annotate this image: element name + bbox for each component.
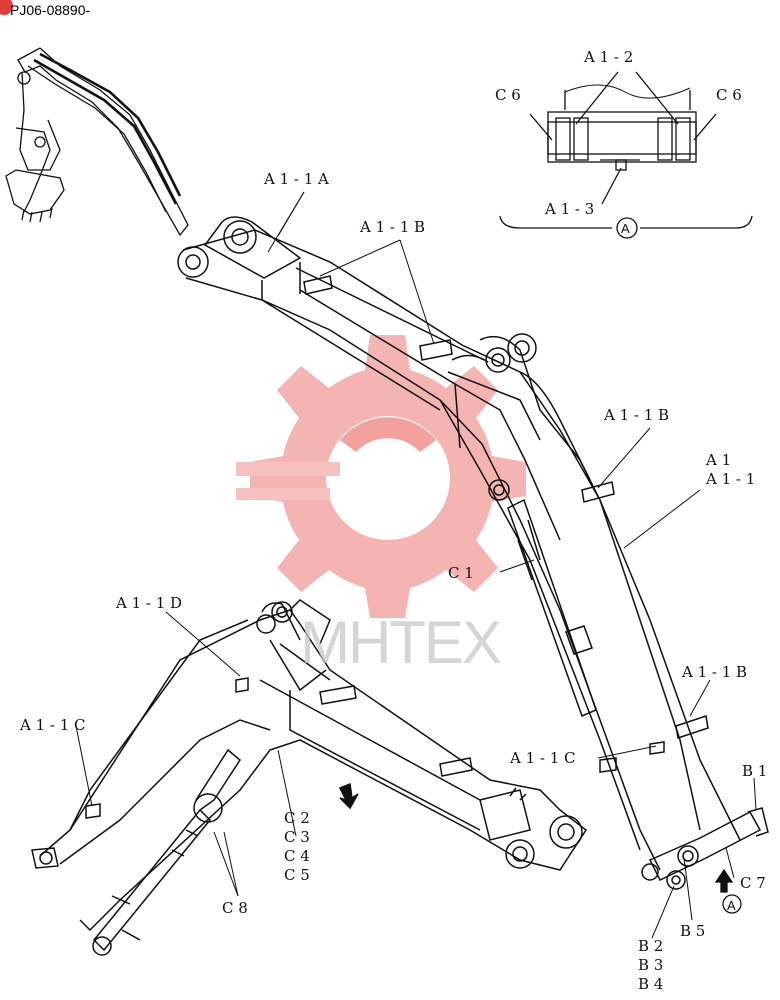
- callout-c3: C 3: [284, 828, 310, 846]
- callout-a1-1a: A 1 - 1 A: [264, 170, 329, 188]
- callout-a1: A 1: [706, 451, 732, 469]
- leader-lines: [75, 191, 757, 939]
- callout-a1-1c-right: A 1 - 1 C: [510, 749, 576, 767]
- callout-a1-1d: A 1 - 1 D: [116, 594, 183, 612]
- callout-a1-1b-low: A 1 - 1 B: [682, 663, 748, 681]
- callout-c6-right: C 6: [716, 86, 742, 104]
- view-marker-a-bottom: A: [727, 898, 736, 913]
- watermark-text: MHTEX: [300, 609, 502, 676]
- callout-c6-left: C 6: [495, 86, 521, 104]
- callout-c5: C 5: [284, 866, 310, 884]
- callout-c2: C 2: [284, 809, 310, 827]
- drawing-code: PJ06-08890-: [10, 2, 91, 18]
- excavator-overview-icon: [5, 47, 189, 237]
- view-arrow-icon: [714, 868, 742, 914]
- callout-a1-2: A 1 - 2: [584, 48, 634, 66]
- callout-b4: B 4: [638, 975, 664, 993]
- callout-b5: B 5: [680, 922, 706, 940]
- callout-b1: B 1: [742, 762, 768, 780]
- callout-c8: C 8: [222, 899, 248, 917]
- callout-c7: C 7: [740, 874, 766, 892]
- upper-boom: [177, 216, 769, 890]
- callout-a1-3: A 1 - 3: [545, 200, 595, 218]
- callout-b3: B 3: [638, 956, 664, 974]
- callout-c1: C 1: [448, 564, 474, 582]
- watermark-gear-icon: [236, 335, 526, 618]
- callout-a1-1b-mid: A 1 - 1 B: [604, 406, 670, 424]
- badge-icon: [0, 0, 13, 15]
- detail-view-a: [499, 71, 753, 239]
- callout-a1-1: A 1 - 1: [706, 470, 756, 488]
- lower-boom: [31, 599, 588, 956]
- callout-a1-1b-top: A 1 - 1 B: [360, 218, 426, 236]
- callout-b2: B 2: [638, 937, 664, 955]
- callout-a1-1c-left: A 1 - 1 C: [20, 716, 86, 734]
- view-marker-a: A: [621, 221, 630, 236]
- callout-c4: C 4: [284, 847, 310, 865]
